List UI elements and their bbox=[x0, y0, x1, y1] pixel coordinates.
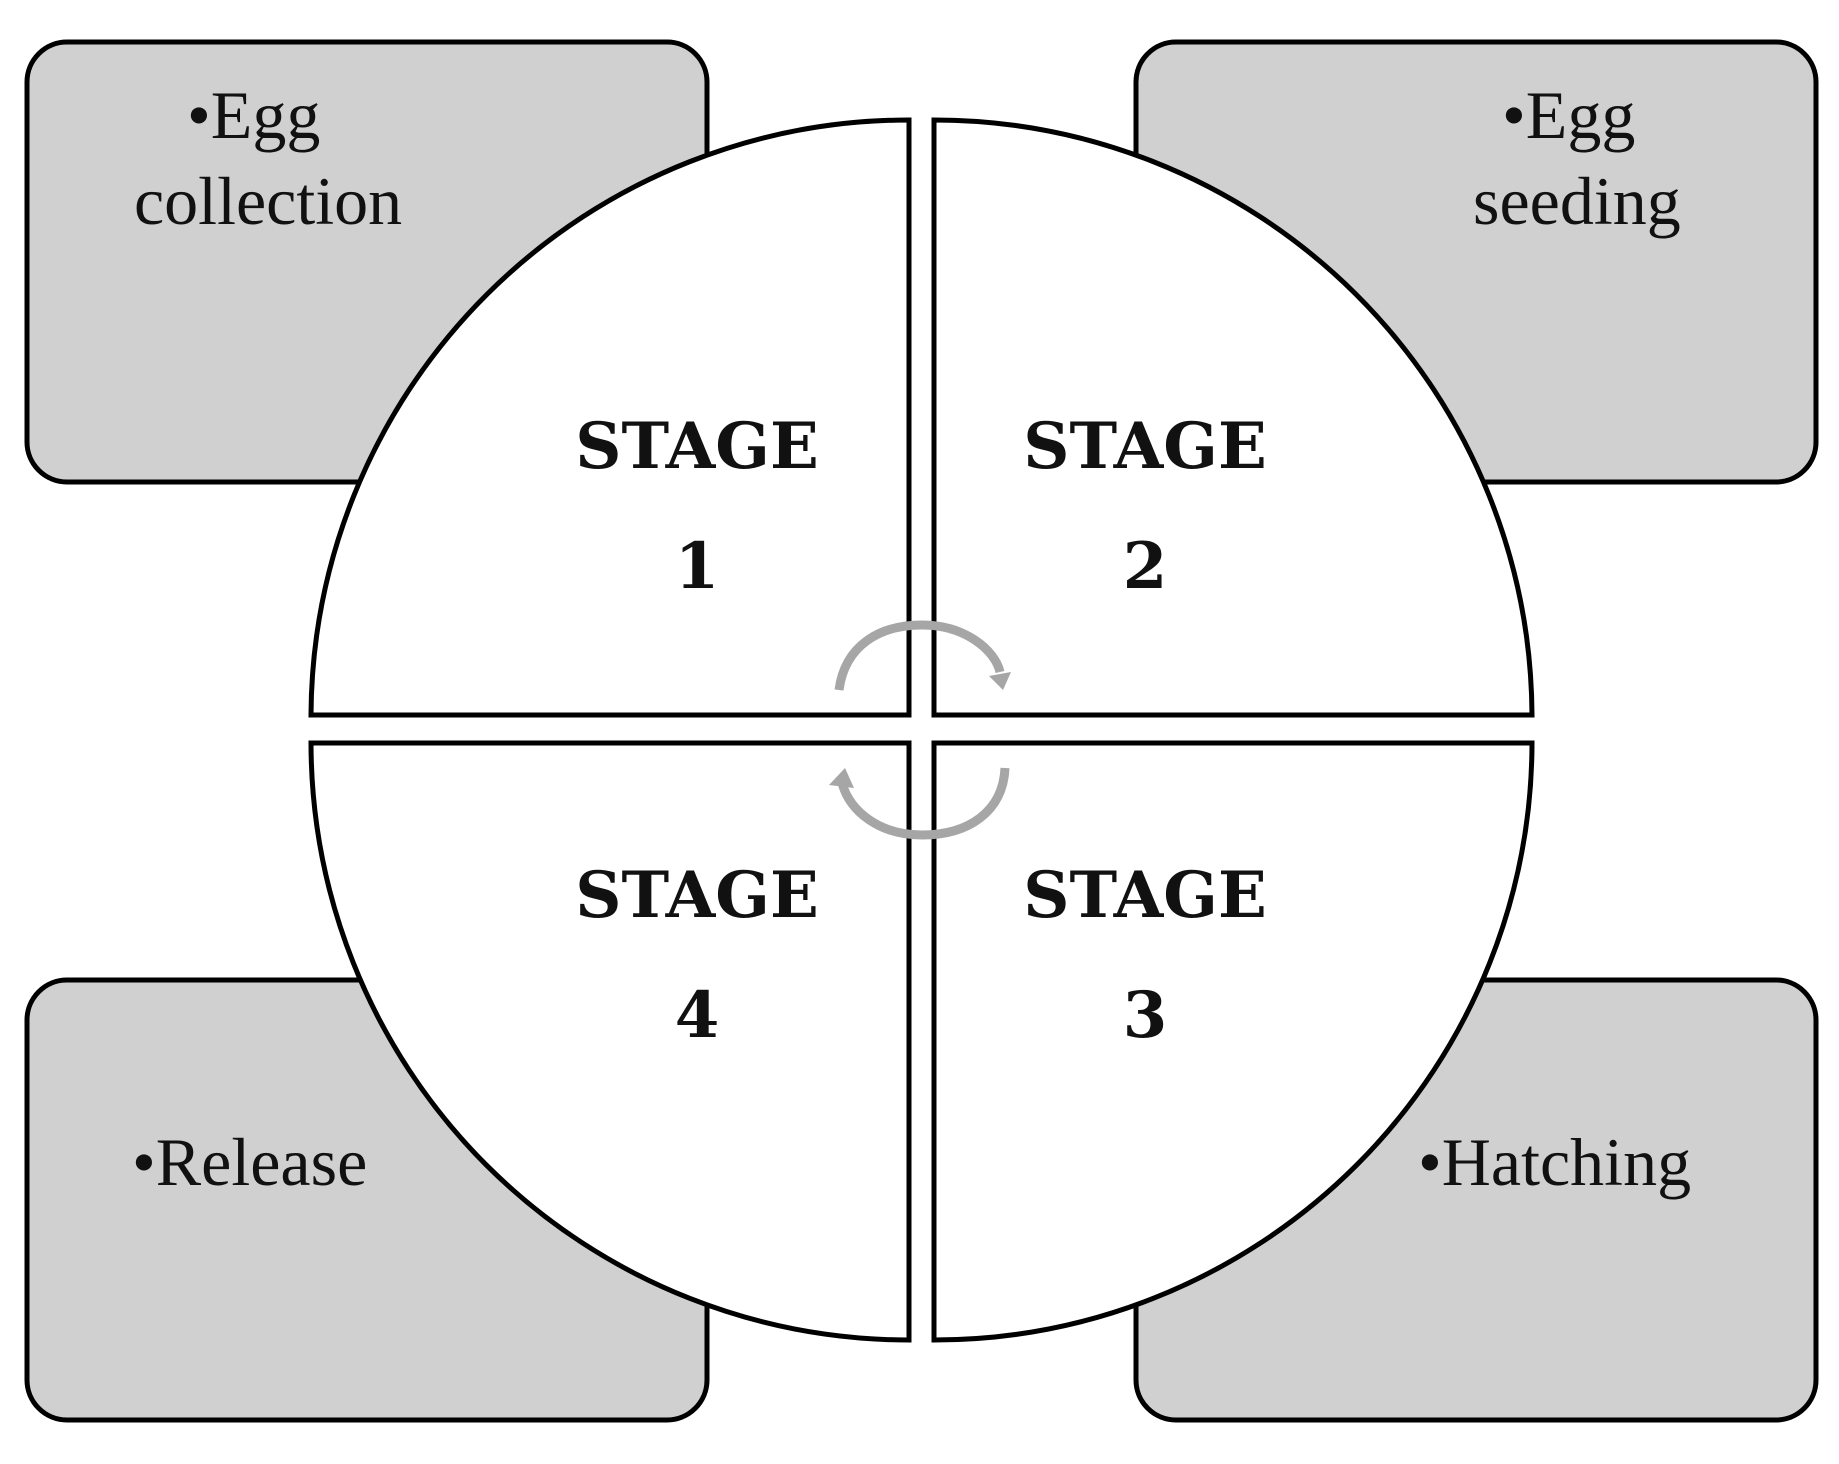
stage-1-label: STAGE bbox=[575, 409, 818, 484]
box-top-right-line-2: seeding bbox=[1473, 163, 1681, 239]
box-bottom-left-line-1: •Release bbox=[132, 1124, 367, 1200]
box-bottom-right-line-1: •Hatching bbox=[1418, 1124, 1691, 1200]
quadrant-stage-4 bbox=[308, 740, 912, 1343]
cycle-arrow-top-icon bbox=[834, 620, 1011, 691]
box-top-left-line-1: •Egg bbox=[187, 77, 320, 153]
stage-4-number: 4 bbox=[675, 978, 720, 1053]
quadrant-stage-3 bbox=[931, 740, 1535, 1343]
quadrant-stage-1 bbox=[308, 117, 912, 718]
cycle-arrow-bottom-icon bbox=[829, 767, 1010, 840]
box-top-right-line-1: •Egg bbox=[1502, 77, 1635, 153]
stage-1-number: 1 bbox=[675, 529, 720, 604]
stage-2-label: STAGE bbox=[1023, 409, 1266, 484]
stage-3-number: 3 bbox=[1123, 978, 1168, 1053]
stage-4-label: STAGE bbox=[575, 858, 818, 933]
stage-2-number: 2 bbox=[1123, 529, 1168, 604]
quadrant-stage-2 bbox=[931, 117, 1535, 718]
stage-3-label: STAGE bbox=[1023, 858, 1266, 933]
box-top-left-line-2: collection bbox=[134, 163, 402, 239]
